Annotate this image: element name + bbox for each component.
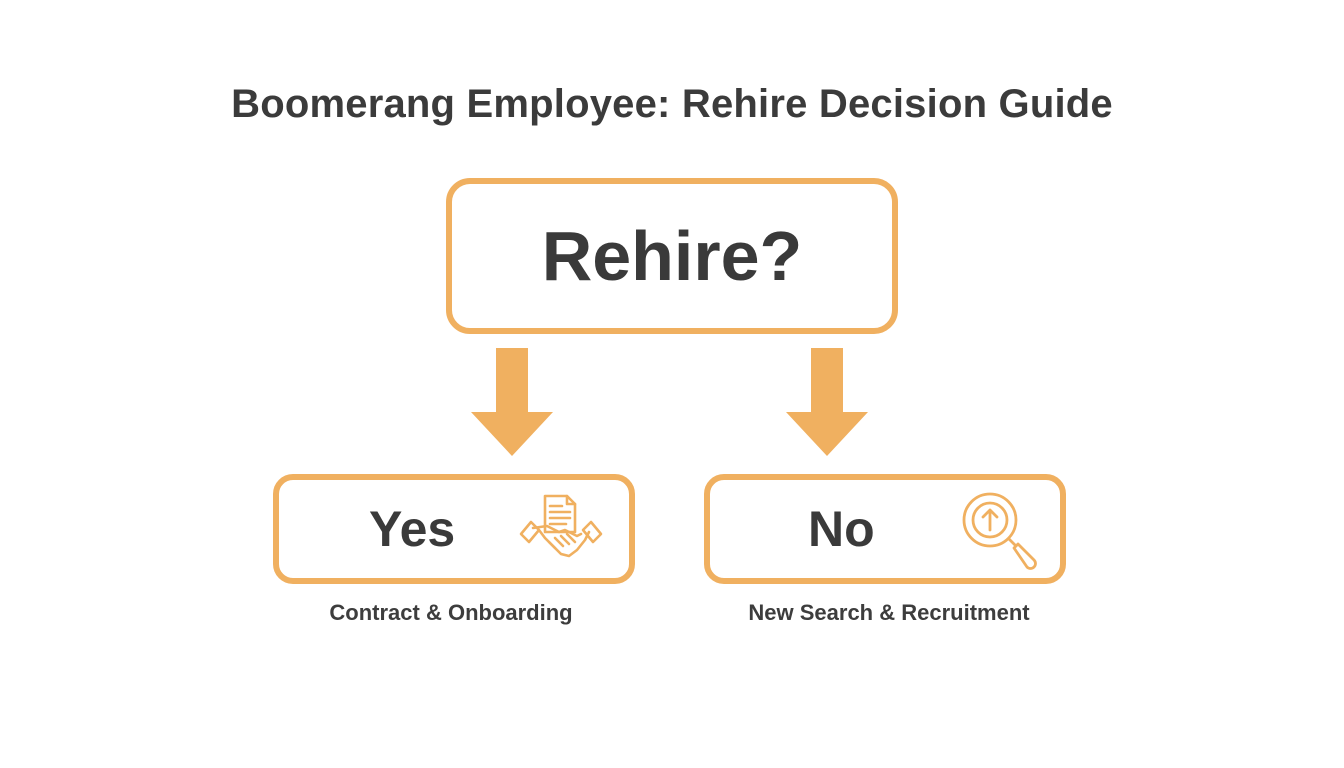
option-yes-label: Yes [369, 501, 456, 557]
decision-question: Rehire? [541, 217, 803, 295]
decision-box: Rehire? [446, 178, 898, 334]
arrow-down-icon [786, 348, 868, 456]
magnifier-search-icon [962, 492, 1037, 570]
handshake-contract-icon [519, 494, 603, 558]
option-yes-box: Yes [273, 474, 635, 584]
option-no-label: No [808, 501, 875, 557]
page-title: Boomerang Employee: Rehire Decision Guid… [231, 82, 1113, 126]
arrow-down-icon [471, 348, 553, 456]
option-no-box: No [704, 474, 1066, 584]
option-no-caption: New Search & Recruitment [748, 600, 1030, 625]
option-yes-caption: Contract & Onboarding [329, 600, 573, 625]
